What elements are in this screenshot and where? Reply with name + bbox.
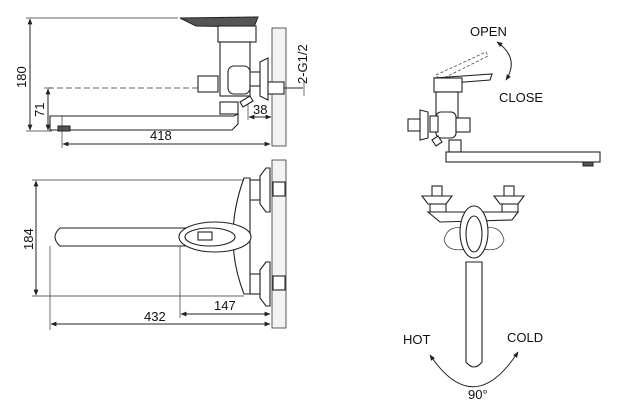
dim-handle-offset: 147	[214, 298, 236, 313]
dim-total-height: 180	[14, 66, 29, 88]
swivel-r	[448, 139, 462, 153]
inlet-r	[407, 118, 421, 132]
flange-r	[419, 109, 429, 141]
dim-spout-reach: 432	[144, 309, 166, 324]
upper-inlet	[272, 181, 286, 197]
lever-cold-ghost	[477, 227, 505, 251]
angle-label: 90°	[468, 387, 488, 402]
temperature-view: HOT COLD 90°	[403, 185, 543, 402]
mixer-valve	[227, 65, 251, 95]
spout-top	[54, 227, 191, 247]
nut-right-top	[501, 203, 519, 213]
hot-label: HOT	[403, 332, 431, 347]
thread-label: 2-G1/2	[295, 44, 310, 84]
dim-inlet-spacing: 184	[21, 228, 36, 250]
lower-nut	[249, 273, 261, 295]
diverter-knob	[197, 75, 219, 93]
top-view: 184 147 432	[21, 159, 287, 330]
lower-flange	[259, 261, 271, 307]
inlet-right-top	[503, 185, 515, 197]
lower-inlet	[272, 275, 286, 291]
open-label: OPEN	[470, 24, 507, 39]
inlet-left-top	[431, 185, 443, 197]
lever-cap	[217, 25, 257, 43]
dim-wall-offset: 38	[253, 102, 267, 117]
lever-cap-r	[433, 77, 463, 93]
nut-r	[429, 115, 439, 133]
inlet-pipe	[267, 81, 285, 95]
lever-operation-view: OPEN CLOSE	[407, 24, 601, 167]
valve-r	[435, 111, 457, 139]
lever-oval-inner	[465, 215, 483, 253]
side-view: 180 71 418 38 2-G1/2	[14, 16, 310, 148]
aerator-r	[582, 161, 594, 167]
upper-flange	[259, 167, 271, 213]
spout-swivel	[219, 101, 239, 115]
inlet-nut	[249, 71, 261, 87]
flange-left-top	[420, 195, 454, 205]
rotation-arrow	[429, 351, 519, 388]
diverter-pin	[239, 95, 254, 108]
cold-label: COLD	[507, 330, 543, 345]
lever-mark	[197, 231, 213, 241]
flange-right-top	[492, 195, 526, 205]
aerator	[57, 125, 71, 132]
pin-r	[431, 135, 443, 147]
upper-nut	[249, 179, 261, 201]
spout-top-r	[465, 261, 483, 368]
lever-hot-ghost	[443, 227, 471, 251]
spout	[49, 113, 239, 131]
spout-r	[445, 151, 601, 163]
wall-flange	[259, 57, 269, 101]
nut-left-top	[429, 203, 447, 213]
dim-spout-height: 71	[32, 103, 47, 117]
open-close-arrow	[496, 41, 512, 81]
dim-spout-length: 418	[150, 128, 172, 143]
close-label: CLOSE	[499, 90, 543, 105]
diverter-r	[455, 117, 471, 133]
